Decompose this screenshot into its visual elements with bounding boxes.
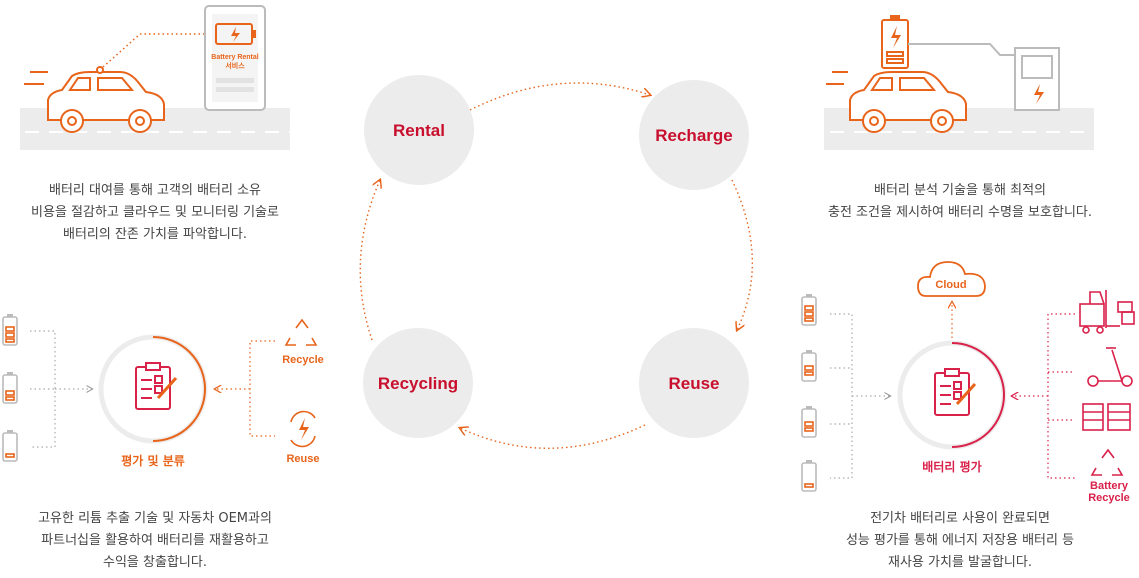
reuse-description-line3: 재사용 가치를 발굴합니다. [888,555,1032,570]
cycle-node-recycling: Recycling [363,328,473,438]
recharge-illustration [824,15,1094,150]
battery-full-icon [2,314,18,346]
rental-illustration [20,5,290,150]
recycle-label: Recycle [282,354,324,366]
recycling-illustration: Recycle Reuse [2,314,324,465]
rental-description-line1: 배터리 대여를 통해 고객의 배터리 소유 [48,183,262,198]
battery-half-icon [801,406,817,438]
battery-low-icon [801,460,817,492]
battery-full-icon [801,294,817,326]
battery-low-icon [2,430,18,462]
battery-recycle-label-line1: Battery [1090,480,1129,492]
cycle-node-recharge: Recharge [639,80,749,190]
cloud-icon [917,261,986,297]
cycle-node-rental: Rental [364,75,474,185]
battery-evaluation-label: 배터리 평가 [922,460,982,474]
rental-label: Rental [393,121,445,140]
recharge-description-line2: 충전 조건을 제시하여 배터리 수명을 보호합니다. [828,205,1092,220]
recharge-description: 배터리 분석 기술을 통해 최적의 충전 조건을 제시하여 배터리 수명을 보호… [800,180,1120,224]
battery-recycle-icon [1090,448,1124,476]
rental-description-line3: 배터리의 잔존 가치를 파악합니다. [63,227,247,242]
recycling-description-line1: 고유한 리튬 추출 기술 및 자동차 OEM과의 [38,511,272,526]
recycling-description-line3: 수익을 창출합니다. [103,555,207,570]
reuse-description-line2: 성능 평가를 통해 에너지 저장용 배터리 등 [845,533,1075,548]
phone-icon [204,5,266,111]
recycling-description: 고유한 리튬 추출 기술 및 자동차 OEM과의 파트너십을 활용하여 배터리를… [0,508,310,574]
battery-half-icon [2,372,18,404]
recharge-label: Recharge [655,126,732,145]
server-rack-icon [1082,403,1131,431]
reuse-description: 전기차 배터리로 사용이 완료되면 성능 평가를 통해 에너지 저장용 배터리 … [800,508,1120,574]
evaluation-classification-label: 평가 및 분류 [121,454,185,468]
rental-description: 배터리 대여를 통해 고객의 배터리 소유 비용을 절감하고 클라우드 및 모니… [0,180,310,246]
scooter-icon [1087,347,1133,387]
clipboard-icon [934,368,977,416]
reuse-label: Reuse [668,374,719,393]
recycle-icon [284,318,318,346]
clipboard-icon [135,362,178,410]
battery-recycle-label-line2: Recycle [1088,492,1130,504]
reuse-illustration: Cloud [801,261,1135,504]
cloud-label: Cloud [935,279,966,291]
cycle-node-reuse: Reuse [639,328,749,438]
car-icon [47,66,165,133]
recharge-description-line1: 배터리 분석 기술을 통해 최적의 [873,183,1046,198]
rental-description-line2: 비용을 절감하고 클라우드 및 모니터링 기술로 [31,205,279,220]
reuse-small-label: Reuse [286,453,319,465]
phone-label: Battery Rental 서비스 [211,54,259,70]
battery-half-icon [801,350,817,382]
battery-icon [881,15,909,69]
cycle-arrows [359,82,754,449]
charger-icon [1014,47,1060,111]
forklift-icon [1079,290,1135,334]
reuse-description-line1: 전기차 배터리로 사용이 완료되면 [870,511,1050,526]
recycling-description-line2: 파트너십을 활용하여 배터리를 재활용하고 [41,533,269,548]
reuse-icon [290,410,316,448]
recycling-label: Recycling [378,374,458,393]
car-icon [849,71,967,133]
